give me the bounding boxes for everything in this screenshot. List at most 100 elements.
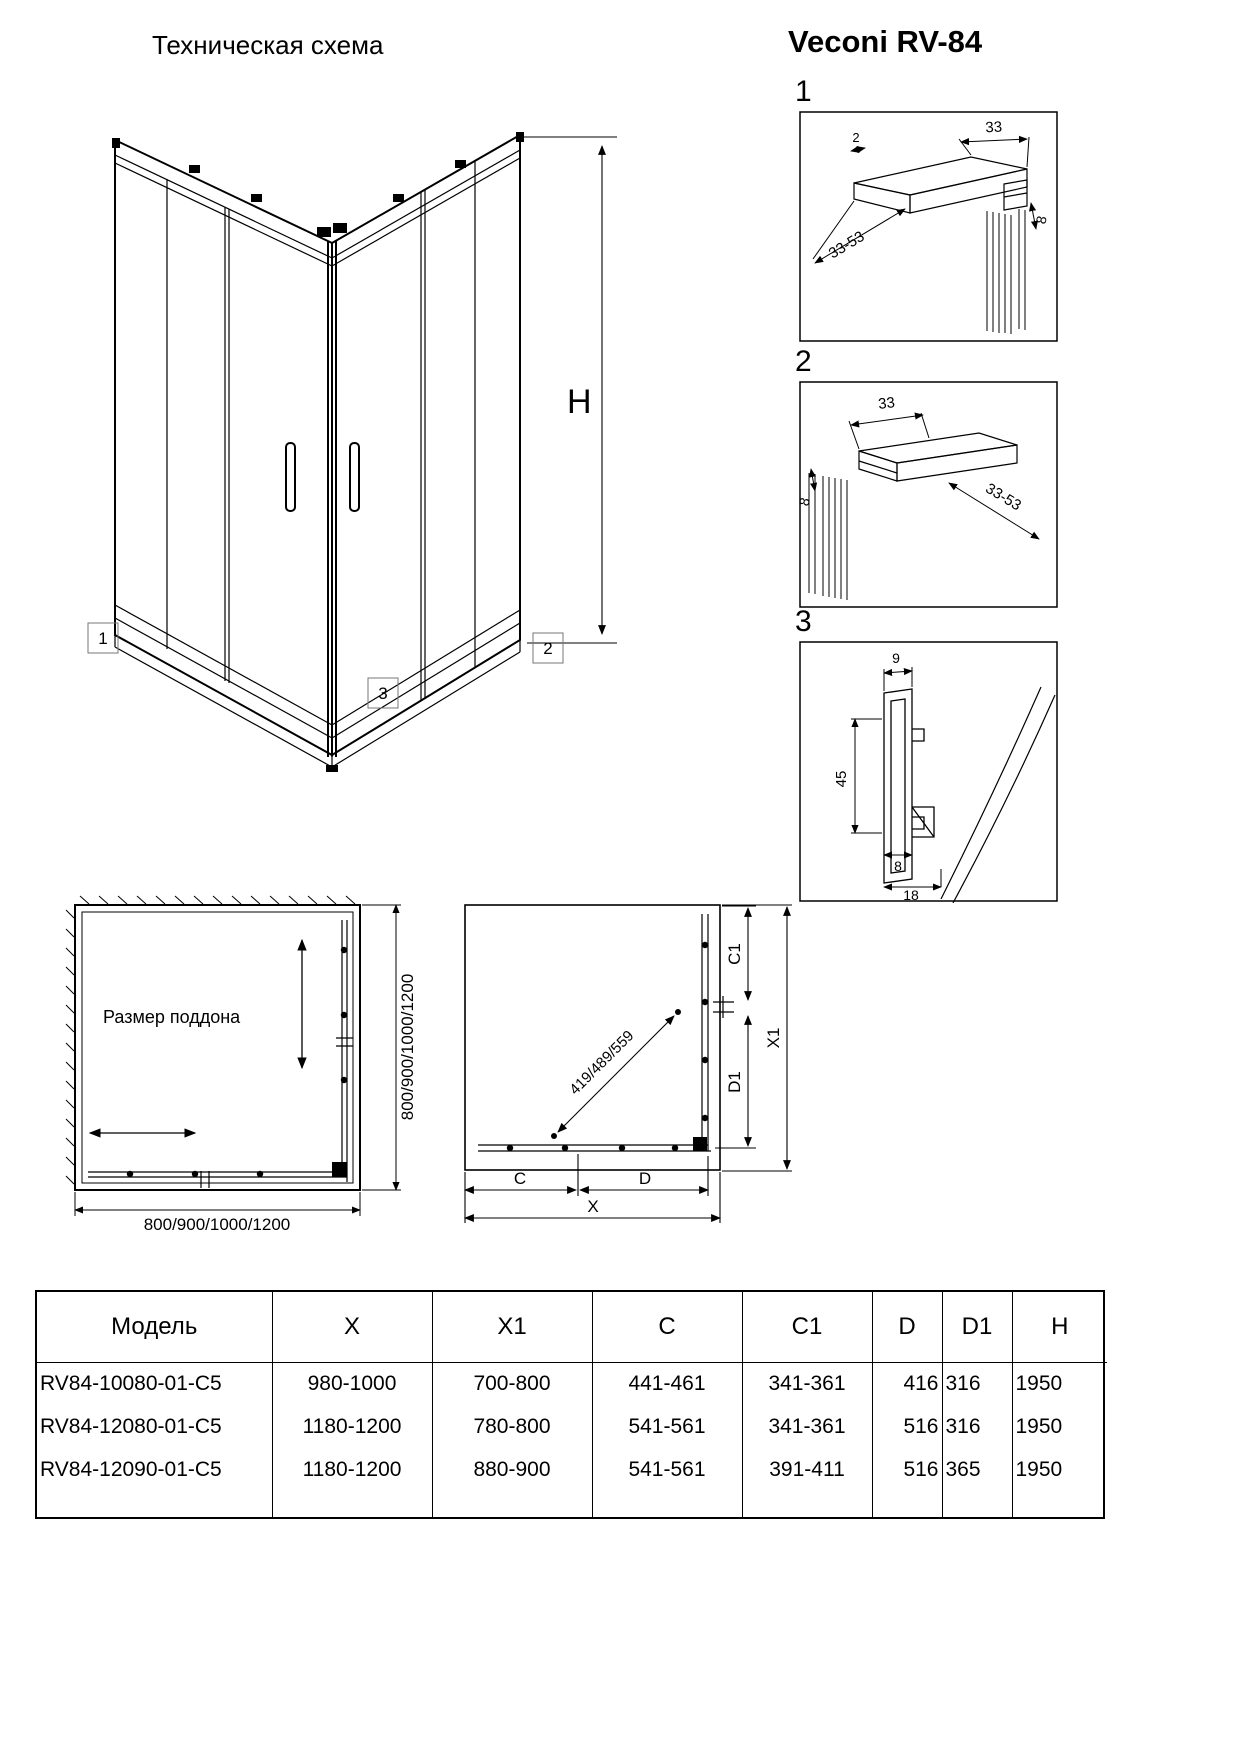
header-c: C [592,1292,743,1363]
callout-1: 1 [98,629,107,648]
detail-1-number: 1 [795,75,812,108]
glass-hatch [986,209,1026,334]
dim-d1-label: D1 [725,1071,744,1093]
brand-model-title: Veconi RV-84 [788,24,983,59]
header-d: D [872,1292,943,1363]
cell-h: 1950 [1015,1371,1063,1395]
page-title: Техническая схема [152,30,384,60]
dim-8-label: 8 [799,496,813,508]
door-tracks [478,914,734,1152]
callout-boxes [87,622,564,709]
cell-x1: 700-800 [432,1362,593,1405]
glass-curve [940,686,1056,903]
plan-view-tray: Размер поддона 800/900/1000/1200 800/900… [65,895,417,1234]
header-x1: X1 [432,1292,593,1363]
tray-depth-dimension: 800/900/1000/1200 [398,974,417,1121]
cell-x: 980-1000 [272,1362,433,1405]
header-d1: D1 [942,1292,1013,1363]
dim-8-label: 8 [1032,214,1049,225]
right-door-handle [349,442,360,512]
dimension-lines [851,667,942,891]
detail-view-2: 2 [795,345,1065,615]
dim-c-label: C [514,1169,526,1188]
detail-view-3: 3 [795,605,1065,910]
cell-d: 516 [872,1405,943,1448]
header-x: X [272,1292,433,1363]
dim-2-label: 2 [852,130,859,145]
wall-hatch [65,895,356,1185]
dim-x-label: X [587,1197,598,1216]
profile-section [858,432,1018,482]
table-row: RV84-10080-01-C5 980-1000 700-800 441-46… [37,1362,1107,1405]
door-tracks [88,920,353,1188]
cell-x: 1180-1200 [272,1448,433,1491]
detail-1-drawing: 2 33 33-53 8 [799,111,1058,342]
height-label: H [567,383,592,421]
dim-d-label: D [639,1169,651,1188]
cell-h: 1950 [1015,1414,1063,1438]
cell-d1: 316 [942,1362,1013,1405]
profile-section [853,156,1028,214]
detail-2-drawing: 33 8 33-53 [799,381,1058,608]
callout-2: 2 [543,639,552,658]
cell-x1: 780-800 [432,1405,593,1448]
model-dimensions-table: Модель X X1 C C1 D D1 H RV84-10080-01-C5… [37,1292,1107,1517]
cell-model: RV84-12080-01-C5 [37,1405,273,1448]
dim-18-label: 18 [903,887,919,903]
main-isometric-drawing: H 1 2 3 [87,132,617,772]
enclosure-frame [114,133,521,768]
dim-33-53-label: 33-53 [826,228,868,262]
cell-c: 541-561 [592,1448,743,1491]
header-h: H [1012,1292,1107,1363]
spec-table: Модель X X1 C C1 D D1 H RV84-10080-01-C5… [35,1290,1107,1519]
cell-model: RV84-10080-01-C5 [37,1362,273,1405]
glass-hatch [808,473,848,600]
tray-outline [74,904,361,1191]
table-row: RV84-12090-01-C5 1180-1200 880-900 541-5… [37,1448,1107,1491]
detail-3-drawing: 9 45 8 18 [799,641,1058,903]
dim-33-label: 33 [877,394,895,413]
dimension-lines [808,412,1040,540]
table-row: RV84-12080-01-C5 1180-1200 780-800 541-5… [37,1405,1107,1448]
enclosure-outline [464,904,721,1171]
dimension-lines [464,904,792,1223]
table-header-row: Модель X X1 C C1 D D1 H [37,1292,1107,1363]
wall-profile [883,688,935,884]
tray-size-label: Размер поддона [103,1007,241,1027]
rollers [126,946,348,1178]
detail-view-1: 1 [795,75,1065,350]
callout-3: 3 [378,684,387,703]
detail-3-number: 3 [795,605,812,638]
detail-2-number: 2 [795,345,812,378]
roller-brackets [112,132,524,772]
dim-33-53-label: 33-53 [982,480,1024,514]
dim-33-label: 33 [985,119,1003,137]
cell-d: 516 [872,1448,943,1491]
left-door-handle [285,442,296,512]
dimension-lines [812,135,1039,264]
cell-c1: 341-361 [742,1362,873,1405]
plan-view-doors: 419/489/559 C1 D1 X1 C D X [464,904,792,1223]
header-model: Модель [37,1292,273,1363]
dim-9-label: 9 [892,650,900,666]
dim-c1-label: C1 [725,943,744,965]
dim-45-label: 45 [833,771,850,788]
dimension-lines [74,904,401,1216]
rollers [506,941,709,1152]
cell-c: 441-461 [592,1362,743,1405]
cell-d1: 316 [942,1405,1013,1448]
cell-c1: 341-361 [742,1405,873,1448]
door-handles [285,442,360,512]
slide-direction-arrows [88,938,307,1138]
header-c1: C1 [742,1292,873,1363]
dim-x1-label: X1 [764,1028,783,1049]
tray-width-dimension: 800/900/1000/1200 [144,1215,291,1234]
cell-h: 1950 [1015,1457,1063,1481]
cell-x1: 880-900 [432,1448,593,1491]
cell-model: RV84-12090-01-C5 [37,1448,273,1491]
cell-d: 416 [872,1362,943,1405]
table-spacer-row [37,1491,1107,1517]
cell-c1: 391-411 [742,1448,873,1491]
cell-x: 1180-1200 [272,1405,433,1448]
